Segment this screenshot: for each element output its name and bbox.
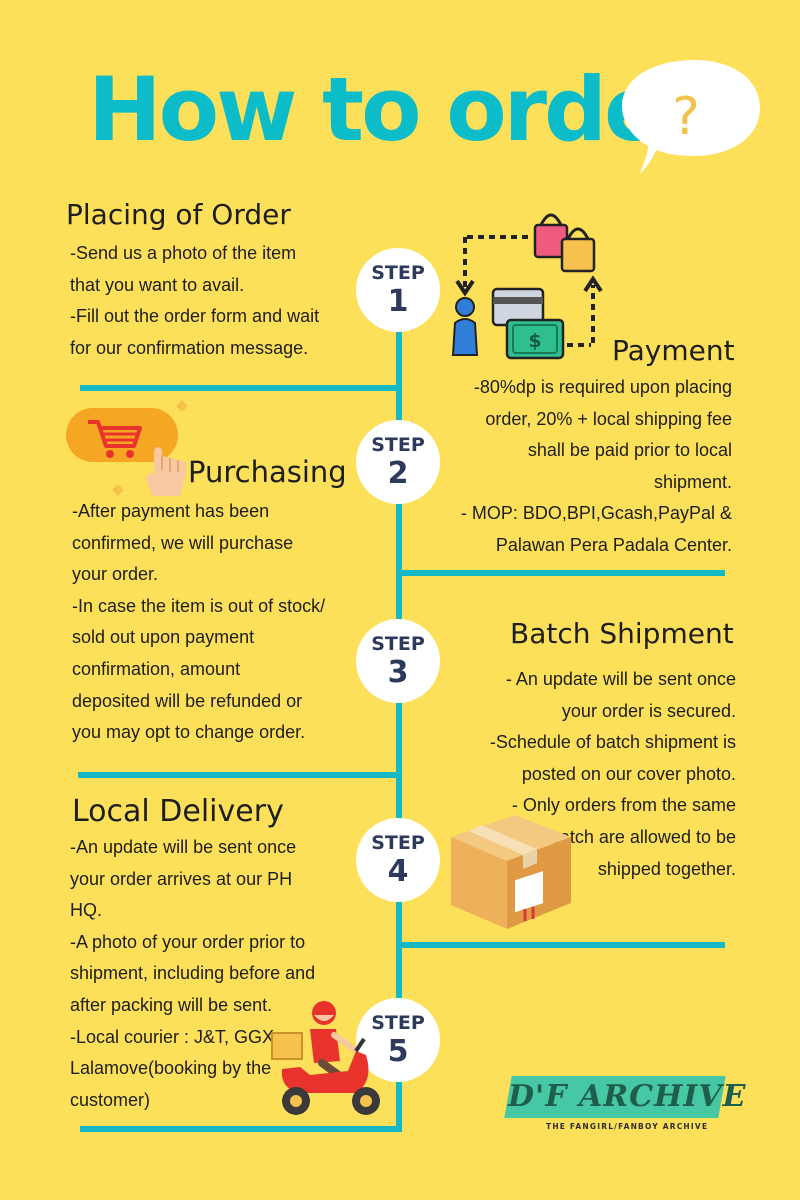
cash-icon: $ bbox=[505, 318, 565, 360]
step-number: 3 bbox=[387, 655, 409, 690]
text-line: customer) bbox=[70, 1089, 151, 1110]
step-word: STEP bbox=[371, 832, 425, 854]
text-line: Palawan Pera Padala Center. bbox=[495, 534, 732, 555]
text-line: shall be paid prior to local bbox=[527, 440, 732, 461]
text-line: shipped together. bbox=[597, 858, 736, 879]
brand-logo: D'F ARCHIVE THE FANGIRL/FANBOY ARCHIVE bbox=[504, 1076, 747, 1138]
payment-illustration: $ bbox=[451, 213, 603, 360]
text-line: -80%dp is required upon placing bbox=[473, 377, 732, 397]
divider-line-3 bbox=[78, 772, 399, 778]
text-line: your order. bbox=[72, 564, 159, 585]
cardboard-box-illustration bbox=[451, 815, 571, 929]
placing-heading: Placing of Order bbox=[66, 198, 291, 231]
purchasing-heading: Purchasing bbox=[188, 455, 347, 489]
text-line: Lalamove(booking by the bbox=[70, 1058, 272, 1079]
step-word: STEP bbox=[371, 262, 425, 284]
delivery-description: -An update will be sent once your order … bbox=[70, 832, 315, 1116]
text-line: -In case the item is out of stock/ bbox=[72, 595, 326, 616]
text-line: you may opt to change order. bbox=[72, 722, 306, 743]
text-line: -Send us a photo of the item bbox=[70, 243, 297, 263]
divider-line-4 bbox=[399, 942, 725, 948]
text-line: HQ. bbox=[70, 900, 103, 921]
text-line: after packing will be sent. bbox=[70, 994, 273, 1015]
text-line: your order is secured. bbox=[561, 700, 736, 721]
text-line: confirmation, amount bbox=[72, 658, 241, 679]
payment-heading: Payment bbox=[612, 334, 735, 367]
step-badge-2: STEP 2 bbox=[356, 420, 440, 504]
text-line: -An update will be sent once bbox=[70, 837, 297, 857]
divider-line-2 bbox=[399, 570, 725, 576]
text-line: posted on our cover photo. bbox=[521, 763, 736, 784]
text-line: - Only orders from the same bbox=[511, 795, 736, 816]
step-word: STEP bbox=[371, 1012, 425, 1034]
shopping-cart-illustration bbox=[66, 400, 188, 496]
text-line: - An update will be sent once bbox=[505, 669, 736, 689]
text-line: sold out upon payment bbox=[72, 627, 255, 648]
logo-tagline: THE FANGIRL/FANBOY ARCHIVE bbox=[546, 1122, 709, 1131]
batch-description: - An update will be sent once your order… bbox=[490, 664, 736, 885]
delivery-heading: Local Delivery bbox=[72, 794, 284, 829]
text-line: -Schedule of batch shipment is bbox=[489, 732, 736, 753]
text-line: that you want to avail. bbox=[70, 274, 245, 295]
text-line: order, 20% + local shipping fee bbox=[485, 408, 732, 429]
text-line: -Local courier : J&T, GGX, bbox=[70, 1026, 280, 1047]
step-number: 2 bbox=[387, 456, 409, 491]
purchasing-description: -After payment has been confirmed, we wi… bbox=[72, 496, 325, 749]
divider-line-1 bbox=[80, 385, 399, 391]
text-line: shipment. bbox=[653, 471, 732, 492]
text-line: deposited will be refunded or bbox=[72, 690, 303, 711]
logo-text: D'F ARCHIVE bbox=[508, 1079, 747, 1114]
text-line: your order arrives at our PH bbox=[70, 868, 293, 889]
text-line: -Fill out the order form and wait bbox=[70, 306, 320, 327]
step-badge-3: STEP 3 bbox=[356, 619, 440, 703]
shopping-cart-icon bbox=[88, 420, 142, 458]
text-line: for our confirmation message. bbox=[70, 337, 309, 358]
step-badge-5: STEP 5 bbox=[356, 998, 440, 1082]
text-line: -A photo of your order prior to bbox=[70, 931, 306, 952]
text-line: shipment, including before and bbox=[70, 963, 316, 984]
step-badge-4: STEP 4 bbox=[356, 818, 440, 902]
step-badge-1: STEP 1 bbox=[356, 248, 440, 332]
step-word: STEP bbox=[371, 633, 425, 655]
timeline-vertical-line bbox=[396, 330, 402, 1130]
text-line: -After payment has been bbox=[72, 501, 270, 521]
payment-description: -80%dp is required upon placing order, 2… bbox=[461, 372, 732, 562]
delivery-scooter-illustration bbox=[271, 1001, 380, 1115]
text-line: - MOP: BDO,BPI,Gcash,PayPal & bbox=[460, 503, 732, 524]
bubble-question-mark: ? bbox=[672, 87, 700, 147]
pointing-hand-icon bbox=[146, 447, 186, 496]
shopping-bags-icon bbox=[533, 213, 596, 273]
placing-description: -Send us a photo of the item that you wa… bbox=[70, 238, 319, 364]
step-number: 1 bbox=[387, 284, 409, 319]
divider-line-5 bbox=[80, 1126, 402, 1132]
step-number: 4 bbox=[387, 854, 409, 889]
dollar-sign: $ bbox=[528, 330, 541, 352]
batch-heading: Batch Shipment bbox=[510, 617, 734, 650]
step-number: 5 bbox=[387, 1034, 409, 1069]
page-title: How to order bbox=[88, 58, 704, 161]
step-word: STEP bbox=[371, 434, 425, 456]
person-icon bbox=[451, 297, 479, 356]
speech-bubble-icon: ? bbox=[622, 60, 760, 174]
text-line: batch are allowed to be bbox=[549, 826, 736, 847]
text-line: confirmed, we will purchase bbox=[72, 532, 294, 553]
